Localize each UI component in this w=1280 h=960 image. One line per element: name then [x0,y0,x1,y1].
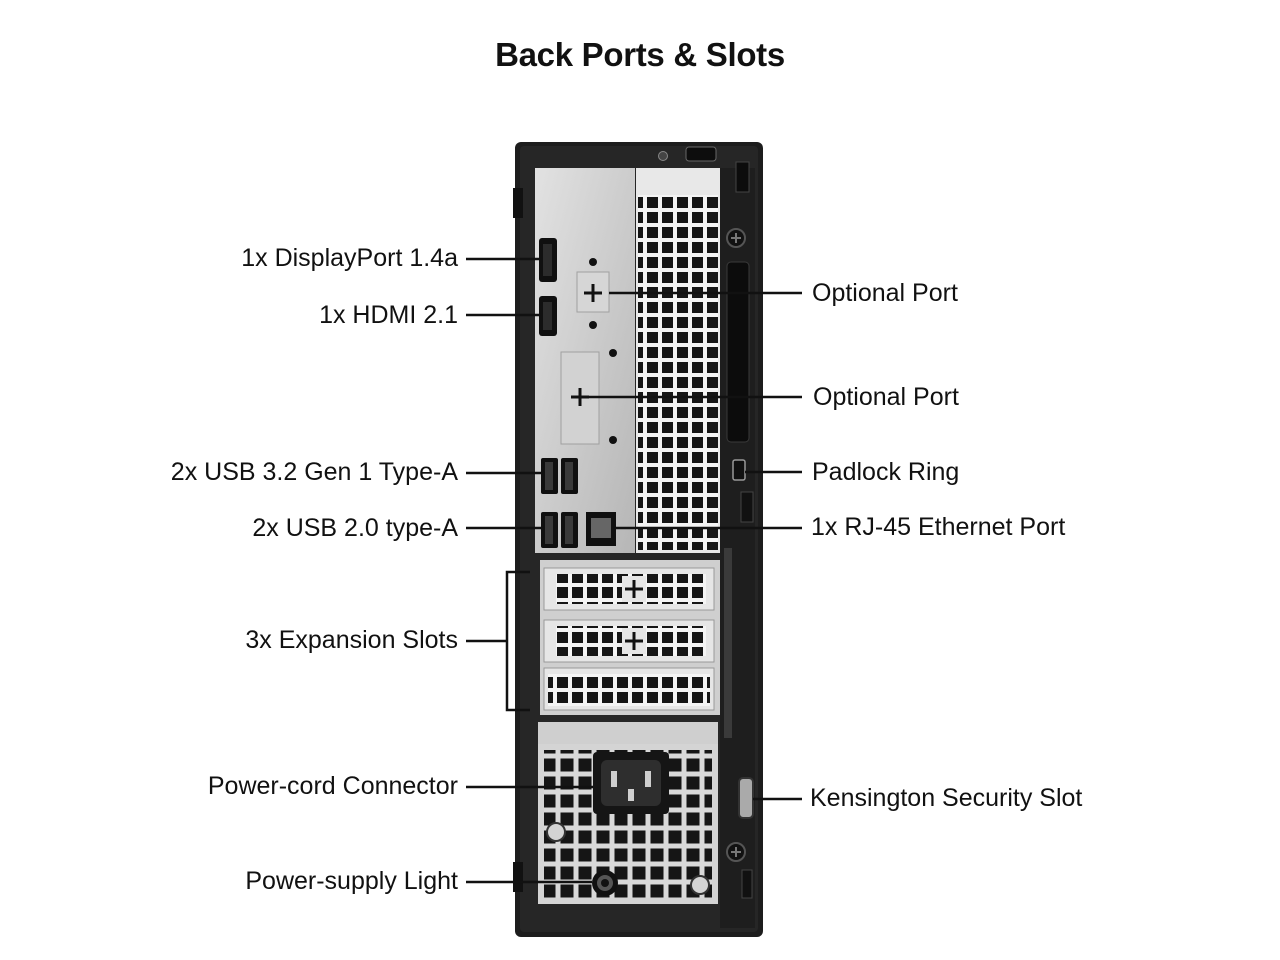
power-cord-connector-icon [593,752,669,814]
top-latch [685,146,717,162]
label-optional-port-2: Optional Port [813,383,959,411]
usb-3-2-ports-icon [541,458,578,494]
top-screw-icon [658,151,668,161]
hdmi-icon [539,296,557,336]
usb-2-0-ports-icon [541,512,578,548]
kensington-slot-icon [738,777,754,819]
leader-lines [466,257,802,884]
label-power-supply-light: Power-supply Light [245,867,458,895]
ethernet-port-icon [586,512,616,546]
displayport-icon [539,238,557,282]
label-usb-3-2: 2x USB 3.2 Gen 1 Type-A [170,458,458,486]
label-power-cord-connector: Power-cord Connector [207,772,458,800]
expansion-slots [540,560,720,715]
label-expansion-slots: 3x Expansion Slots [245,626,458,654]
label-hdmi: 1x HDMI 2.1 [319,301,458,329]
label-displayport: 1x DisplayPort 1.4a [241,244,458,272]
padlock-ring-icon [732,459,746,481]
label-optional-port-1: Optional Port [812,279,958,307]
page-title: Back Ports & Slots [495,36,785,73]
label-usb-2-0: 2x USB 2.0 type-A [252,514,458,542]
label-kensington-slot: Kensington Security Slot [810,784,1083,812]
label-padlock-ring: Padlock Ring [812,458,960,486]
label-ethernet-port: 1x RJ-45 Ethernet Port [811,513,1066,541]
vent-grid [638,195,718,550]
power-supply-light-icon [592,870,618,896]
right-side-panel [720,161,755,928]
